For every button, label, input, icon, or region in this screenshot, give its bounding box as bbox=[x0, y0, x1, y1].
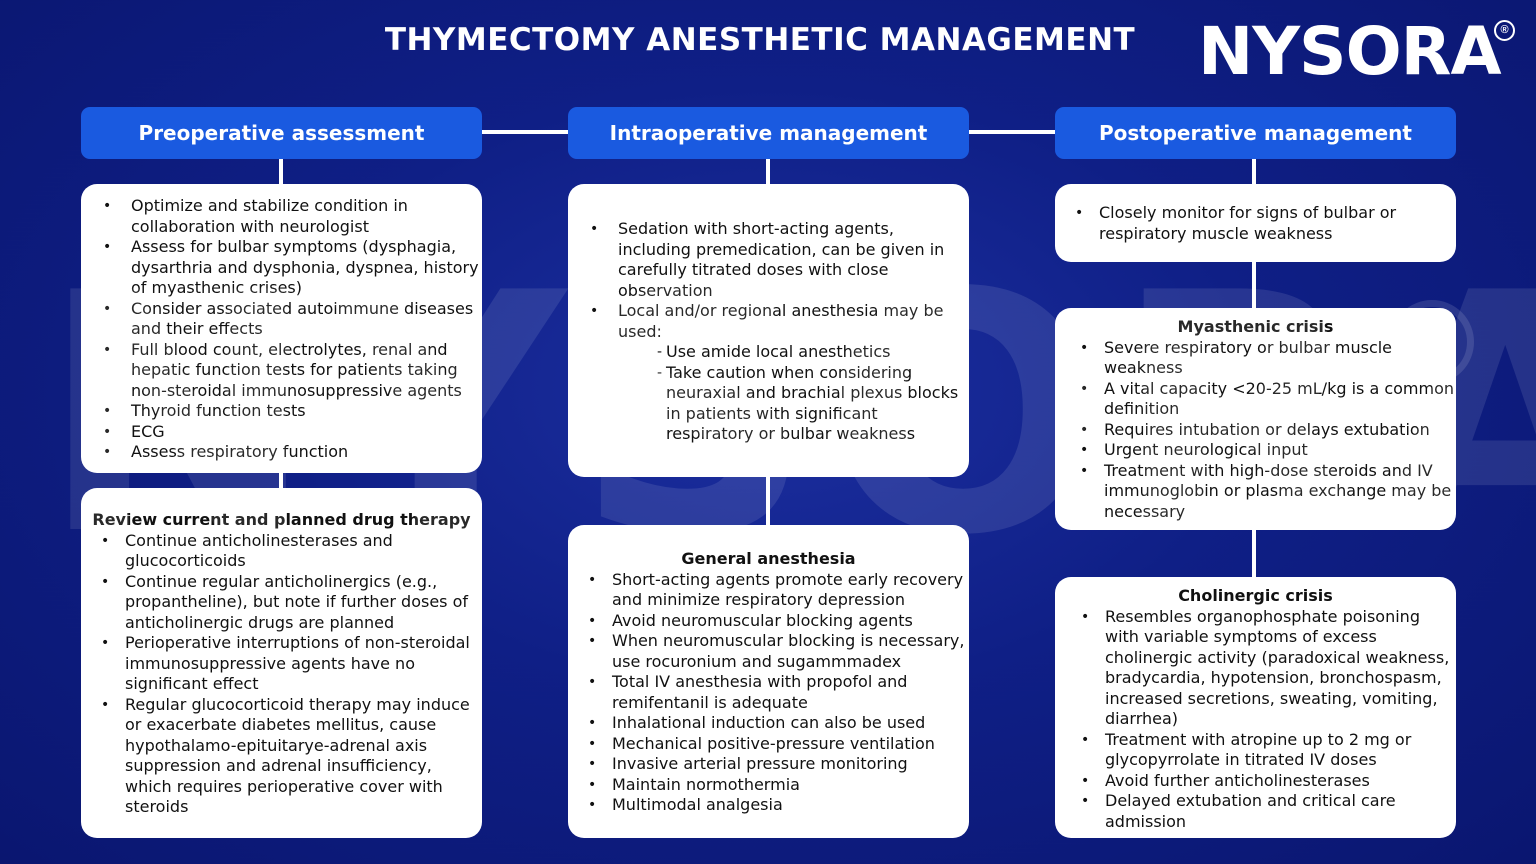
drug-therapy-list: Continue anticholinesterases and glucoco… bbox=[81, 531, 482, 818]
registered-mark-icon: ® bbox=[1494, 20, 1515, 41]
list-item: Full blood count, electrolytes, renal an… bbox=[103, 340, 482, 402]
general-anesthesia-list: Short-acting agents promote early recove… bbox=[568, 570, 969, 816]
preop-drug-therapy-box: Review current and planned drug therapy … bbox=[81, 488, 482, 838]
list-item: Multimodal analgesia bbox=[588, 795, 969, 816]
myasthenic-crisis-title: Myasthenic crisis bbox=[1177, 317, 1334, 336]
list-item: Closely monitor for signs of bulbar or r… bbox=[1075, 203, 1456, 244]
connector-col2-a bbox=[766, 158, 770, 188]
sub-item: Use amide local anesthetics bbox=[657, 342, 969, 363]
connector-col2-b bbox=[766, 475, 770, 529]
list-item: Inhalational induction can also be used bbox=[588, 713, 969, 734]
postop-monitor-box: Closely monitor for signs of bulbar or r… bbox=[1055, 184, 1456, 262]
list-item: Resembles organophosphate poisoning with… bbox=[1081, 607, 1456, 730]
list-item: Avoid further anticholinesterases bbox=[1081, 771, 1456, 792]
list-item: ECG bbox=[103, 422, 482, 443]
list-item: Total IV anesthesia with propofol and re… bbox=[588, 672, 969, 713]
myasthenic-crisis-box: Myasthenic crisis Severe respiratory or … bbox=[1055, 308, 1456, 530]
list-item: Thyroid function tests bbox=[103, 401, 482, 422]
header-postoperative: Postoperative management bbox=[1055, 107, 1456, 159]
list-item: Treatment with high-dose steroids and IV… bbox=[1080, 461, 1456, 523]
connector-col3-a bbox=[1252, 158, 1256, 188]
list-item: Assess respiratory function bbox=[103, 442, 482, 463]
connector-header-1-2 bbox=[480, 130, 570, 134]
nysora-logo: NYSORA bbox=[1198, 13, 1502, 90]
preop-assessment-list: Optimize and stabilize condition in coll… bbox=[81, 196, 482, 463]
list-item: Consider associated autoimmune diseases … bbox=[103, 299, 482, 340]
myasthenic-crisis-list: Severe respiratory or bulbar muscle weak… bbox=[1055, 338, 1456, 523]
page-title: THYMECTOMY ANESTHETIC MANAGEMENT bbox=[384, 22, 1136, 58]
list-item: Short-acting agents promote early recove… bbox=[588, 570, 969, 611]
connector-col1-a bbox=[279, 158, 283, 188]
local-anesthesia-sublist: Use amide local anesthetics Take caution… bbox=[568, 342, 969, 445]
list-item: Requires intubation or delays extubation bbox=[1080, 420, 1456, 441]
cholinergic-crisis-list: Resembles organophosphate poisoning with… bbox=[1055, 607, 1456, 833]
cholinergic-crisis-box: Cholinergic crisis Resembles organophosp… bbox=[1055, 577, 1456, 838]
connector-col3-b bbox=[1252, 260, 1256, 312]
header-intraoperative: Intraoperative management bbox=[568, 107, 969, 159]
list-item: Treatment with atropine up to 2 mg or gl… bbox=[1081, 730, 1456, 771]
intraop-sedation-box: Sedation with short-acting agents, inclu… bbox=[568, 184, 969, 477]
header-preoperative: Preoperative assessment bbox=[81, 107, 482, 159]
connector-col3-c bbox=[1252, 528, 1256, 580]
list-item: Delayed extubation and critical care adm… bbox=[1081, 791, 1456, 832]
sub-item: Take caution when considering neuraxial … bbox=[657, 363, 969, 445]
list-item: Local and/or regional anesthesia may be … bbox=[590, 301, 969, 342]
drug-therapy-title: Review current and planned drug therapy bbox=[92, 510, 471, 529]
list-item: When neuromuscular blocking is necessary… bbox=[588, 631, 969, 672]
list-item: Optimize and stabilize condition in coll… bbox=[103, 196, 482, 237]
postop-monitor-list: Closely monitor for signs of bulbar or r… bbox=[1055, 203, 1456, 244]
list-item: Regular glucocorticoid therapy may induc… bbox=[101, 695, 482, 818]
list-item: Assess for bulbar symptoms (dysphagia, d… bbox=[103, 237, 482, 299]
list-item: Maintain normothermia bbox=[588, 775, 969, 796]
connector-header-2-3 bbox=[967, 130, 1057, 134]
list-item: Urgent neurological input bbox=[1080, 440, 1456, 461]
general-anesthesia-box: General anesthesia Short-acting agents p… bbox=[568, 525, 969, 838]
list-item: Invasive arterial pressure monitoring bbox=[588, 754, 969, 775]
list-item: Continue regular anticholinergics (e.g.,… bbox=[101, 572, 482, 634]
general-anesthesia-title: General anesthesia bbox=[681, 549, 856, 568]
intraop-sedation-list: Sedation with short-acting agents, inclu… bbox=[568, 219, 969, 342]
list-item: Avoid neuromuscular blocking agents bbox=[588, 611, 969, 632]
list-item: Severe respiratory or bulbar muscle weak… bbox=[1080, 338, 1456, 379]
list-item: Perioperative interruptions of non-stero… bbox=[101, 633, 482, 695]
list-item: A vital capacity <20-25 mL/kg is a commo… bbox=[1080, 379, 1456, 420]
connector-col1-b bbox=[279, 470, 283, 492]
cholinergic-crisis-title: Cholinergic crisis bbox=[1178, 586, 1333, 605]
copyright-watermark-icon: C bbox=[1390, 300, 1474, 384]
list-item: Mechanical positive-pressure ventilation bbox=[588, 734, 969, 755]
list-item: Continue anticholinesterases and glucoco… bbox=[101, 531, 482, 572]
preop-assessment-box: Optimize and stabilize condition in coll… bbox=[81, 184, 482, 473]
list-item: Sedation with short-acting agents, inclu… bbox=[590, 219, 969, 301]
